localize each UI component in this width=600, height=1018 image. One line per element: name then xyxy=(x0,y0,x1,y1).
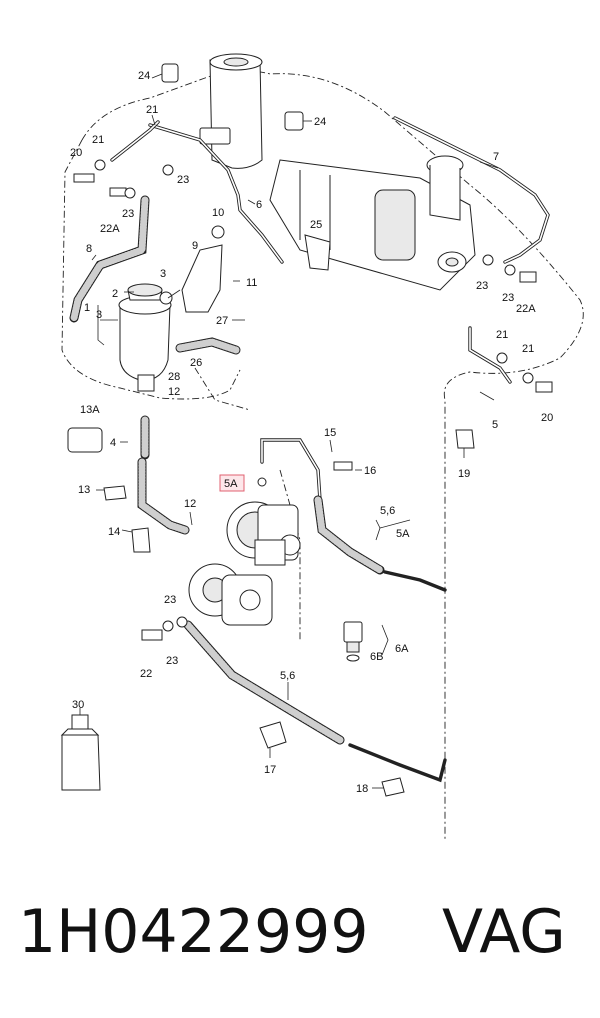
bolt-20-right xyxy=(535,381,553,393)
washer-23c xyxy=(482,254,494,266)
callout-12: 12 xyxy=(168,386,180,398)
pressure-sensor xyxy=(343,621,363,662)
callout-15: 15 xyxy=(324,427,336,439)
leader-lines xyxy=(79,73,499,789)
callout-28: 28 xyxy=(168,371,180,383)
clip-14 xyxy=(131,527,151,553)
hydraulic-fluid-bottle xyxy=(60,714,101,791)
callout-16: 16 xyxy=(364,465,376,477)
clip-13a xyxy=(67,427,103,453)
callout-13a: 13A xyxy=(80,404,100,416)
highlight-box-5a xyxy=(219,474,245,492)
callout-23: 23 xyxy=(166,655,178,667)
bolt-16 xyxy=(333,461,353,471)
fluid-reservoir xyxy=(118,283,173,392)
callout-23: 23 xyxy=(177,174,189,186)
callout-1: 1 xyxy=(84,302,90,314)
callout-5-6: 5,6 xyxy=(280,670,295,682)
brand-label: VAG xyxy=(442,897,566,967)
callout-20: 20 xyxy=(70,147,82,159)
callout-7: 7 xyxy=(493,151,499,163)
washer-23d xyxy=(504,264,516,276)
callout-23: 23 xyxy=(476,280,488,292)
callout-6a: 6A xyxy=(395,643,409,655)
callout-23: 23 xyxy=(164,594,176,606)
bolt-20-left xyxy=(73,173,95,183)
washer-23a xyxy=(124,187,136,199)
callout-5a-highlighted: 5A xyxy=(224,478,238,490)
callout-8: 8 xyxy=(86,243,92,255)
callout-21: 21 xyxy=(522,343,534,355)
washer-21c xyxy=(496,352,508,364)
clip-24-right xyxy=(284,111,304,131)
leader-tank xyxy=(194,367,251,411)
callout-21: 21 xyxy=(496,329,508,341)
callout-3: 3 xyxy=(96,309,102,321)
callout-12: 12 xyxy=(184,498,196,510)
callout-2: 2 xyxy=(112,288,118,300)
callout-17: 17 xyxy=(264,764,276,776)
callout-10: 10 xyxy=(212,207,224,219)
callout-11: 11 xyxy=(246,277,257,289)
callout-22: 22 xyxy=(140,668,152,680)
callout-27: 27 xyxy=(216,315,228,327)
washer-23e xyxy=(162,620,174,632)
callout-24: 24 xyxy=(314,116,326,128)
callout-14: 14 xyxy=(108,526,120,538)
callout-13: 13 xyxy=(78,484,90,496)
washer-21d xyxy=(522,372,534,384)
pump-with-pulley xyxy=(188,563,273,626)
bolt-22 xyxy=(141,629,163,641)
callout-21: 21 xyxy=(92,134,104,146)
steering-rack xyxy=(199,53,476,291)
bolt-22a-left xyxy=(109,187,127,197)
callout-22a: 22A xyxy=(516,303,536,315)
clip-24-top xyxy=(161,63,179,83)
callout-24: 24 xyxy=(138,70,150,82)
power-steering-exploded-diagram: 24 24 21 21 20 23 23 22A 6 10 25 7 8 9 3… xyxy=(60,53,584,840)
callout-26: 26 xyxy=(190,357,202,369)
callout-4: 4 xyxy=(110,437,116,449)
callout-25: 25 xyxy=(310,219,322,231)
washer-23b xyxy=(162,164,174,176)
callout-20: 20 xyxy=(541,412,553,424)
reservoir-bracket xyxy=(181,244,223,313)
callout-5-6: 5,6 xyxy=(380,505,395,517)
callout-5: 5 xyxy=(492,419,498,431)
part-number: 1H0422999 xyxy=(18,897,369,967)
clip-13 xyxy=(103,485,127,501)
footer: 1H0422999 VAG xyxy=(0,880,600,1000)
clip-19 xyxy=(455,429,475,449)
callout-9: 9 xyxy=(192,240,198,252)
callout-30: 30 xyxy=(72,699,84,711)
callout-3: 3 xyxy=(160,268,166,280)
power-steering-pump xyxy=(226,501,301,566)
washer-21a xyxy=(94,159,106,171)
callout-23: 23 xyxy=(122,208,134,220)
clip-25 xyxy=(304,234,331,271)
pressure-pipe-15 xyxy=(260,438,322,502)
clip-18 xyxy=(381,777,405,797)
callout-6: 6 xyxy=(256,199,262,211)
clip-17 xyxy=(259,721,287,749)
callout-23: 23 xyxy=(502,292,514,304)
callout-6b: 6B xyxy=(370,651,383,663)
bolt-22a-right xyxy=(519,271,537,283)
washer-5a xyxy=(257,477,267,487)
callout-21: 21 xyxy=(146,104,158,116)
callout-5a: 5A xyxy=(396,528,410,540)
reservoir-group-outline xyxy=(61,139,241,400)
washer-23f xyxy=(176,616,188,628)
callout-19: 19 xyxy=(458,468,470,480)
hose-group-outline xyxy=(279,469,301,640)
callout-22a: 22A xyxy=(100,223,120,235)
callout-18: 18 xyxy=(356,783,368,795)
